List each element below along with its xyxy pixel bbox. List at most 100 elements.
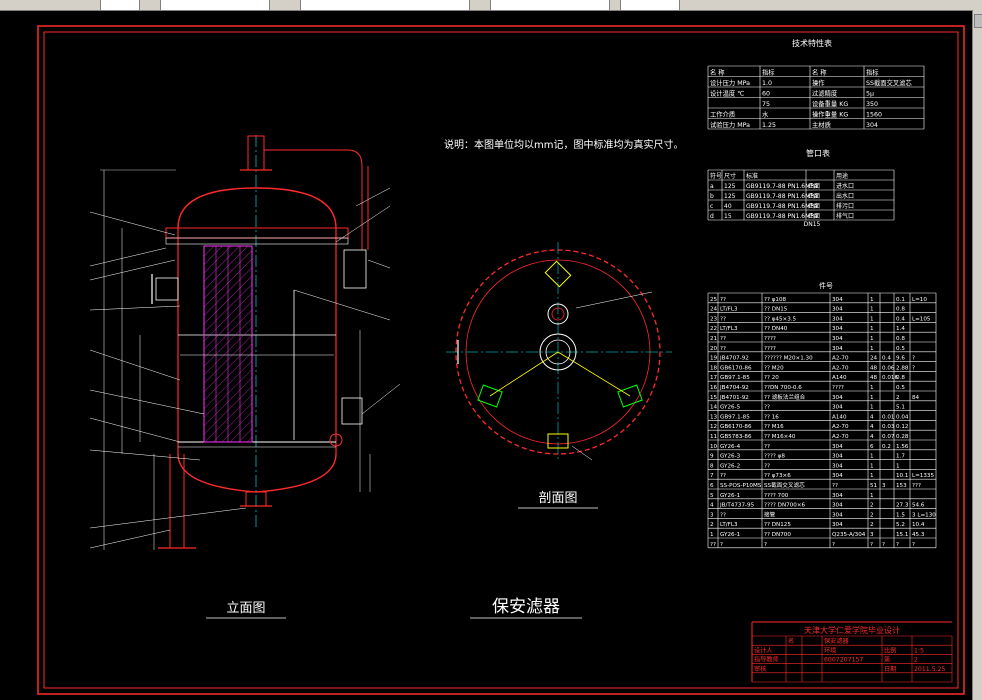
table-cell: 18 — [710, 365, 718, 371]
toolbar-field-2[interactable] — [300, 0, 470, 10]
table-cell: 2 — [914, 657, 918, 664]
table-cell: 1 — [870, 297, 874, 303]
table-cell: 设计温度 ℃ — [710, 89, 744, 98]
table-cell: ?? φ108 — [764, 297, 787, 303]
table-cell: ?? DN700 — [764, 532, 791, 538]
table-cell: GB6170-86 — [720, 365, 752, 371]
table-cell: 凸面 — [808, 193, 820, 200]
table-cell: 设计压力 MPa — [710, 78, 750, 87]
table-cell: 6 — [870, 444, 874, 450]
table-cell: 环境 — [824, 646, 836, 654]
table-cell: 4 — [870, 434, 874, 440]
table-cell: ?? — [764, 444, 770, 450]
table-cell: ? — [764, 542, 767, 548]
table-cell: 304 — [832, 326, 843, 332]
table-cell: 标准 — [746, 172, 758, 180]
table-cell: 304 — [832, 395, 843, 401]
scrollbar-thumb[interactable] — [974, 14, 982, 28]
table-cell: 24 — [870, 356, 878, 362]
table-cell: 10.4 — [912, 522, 925, 528]
table-cell: GB9119.7-88 PN1.6MPa — [746, 193, 818, 200]
table-cell: 设计人 — [754, 646, 773, 654]
table-cell: JB4707-92 — [719, 356, 749, 362]
toolbar-field-1[interactable] — [160, 0, 270, 10]
table-cell: 2 — [870, 503, 874, 509]
table-cell: 4 — [870, 414, 874, 420]
table-cell: 1 — [870, 336, 874, 342]
drawing-border — [37, 25, 965, 695]
table-cell: ?? M20 — [764, 365, 784, 371]
section-title: 剖面图 — [538, 491, 577, 506]
table-cell: 7 — [710, 473, 714, 479]
table-cell: ?? M16 — [764, 424, 784, 430]
table-cell: 1 — [710, 532, 714, 538]
table-cell: 比例 — [884, 646, 896, 654]
cad-drawing-canvas[interactable]: 说明：本图单位均以mm记，图中标准均为真实尺寸。立面图剖面图保安滤器技术特性表名… — [0, 10, 972, 700]
table-cell: ?? — [720, 316, 726, 322]
table-cell: 84 — [912, 395, 920, 401]
table-cell: 5μ — [866, 91, 874, 98]
table-cell: 1:5 — [914, 647, 924, 654]
table-cell: SS截面交叉滤芯 — [866, 78, 912, 87]
table-cell: 1.25 — [762, 122, 776, 129]
table-cell: 20 — [710, 346, 718, 352]
vertical-scrollbar[interactable] — [972, 10, 982, 700]
table-cell: 54.6 — [912, 503, 925, 509]
table-cell: 0.4 — [896, 316, 905, 322]
table-cell: 27.3 — [896, 503, 909, 509]
table-cell: GY26-4 — [720, 444, 741, 450]
table-cell: 1 — [870, 385, 874, 391]
table-cell: GB9119.7-88 PN1.6MPa — [746, 183, 818, 190]
note-text: 说明：本图单位均以mm记，图中标准均为真实尺寸。 — [444, 138, 683, 151]
table-cell: 指导教师 — [754, 656, 779, 664]
table-cell: 14 — [710, 405, 718, 411]
elevation-title: 立面图 — [226, 601, 265, 616]
table-cell: 5.2 — [896, 522, 905, 528]
table-cell: b — [710, 193, 714, 200]
table-cell: L=105 — [912, 316, 931, 322]
table-cell: 1.7 — [896, 454, 905, 460]
table-cell: ? — [896, 542, 899, 548]
title-block-school: 天津大学仁爱学院毕业设计 — [804, 625, 900, 635]
table-cell: 17 — [710, 375, 718, 381]
table-cell: 304 — [832, 454, 843, 460]
table-cell: ?? — [764, 405, 770, 411]
toolbar-icons[interactable] — [100, 0, 140, 10]
table-cell: 13 — [710, 414, 718, 420]
table-cell: 5.1 — [896, 405, 905, 411]
table-cell: 设备重量 KG — [812, 99, 848, 108]
drawing-inner-border — [43, 31, 959, 689]
table-cell: 22 — [710, 326, 717, 332]
table-cell: 1 — [870, 463, 874, 469]
table-cell: 操作 — [812, 78, 825, 87]
table-cell: 2 — [896, 395, 900, 401]
toolbar-field-3[interactable] — [490, 0, 610, 10]
toolbar-field-4[interactable] — [620, 0, 680, 10]
table-cell: 0.07 — [882, 434, 895, 440]
table-cell: SS-POS-P10MS — [720, 483, 762, 489]
table-cell: 15 — [724, 213, 732, 220]
table-cell: 2011.5.25 — [914, 666, 946, 673]
table-cell: 1 — [870, 473, 874, 479]
table-cell: 进水口 — [836, 182, 854, 190]
table-cell: 1.0 — [762, 80, 772, 87]
table-cell: 12 — [710, 424, 717, 430]
table-cell: 0.4 — [882, 356, 891, 362]
table-cell: 排气口 — [836, 212, 854, 220]
table-cell: 凸面 — [808, 183, 820, 190]
table-cell: 16 — [710, 385, 718, 391]
table-cell: ?? — [710, 542, 716, 548]
table-cell: 75 — [762, 101, 770, 108]
table-cell: 304 — [832, 405, 843, 411]
table-cell: Q235-A/304 — [832, 532, 866, 538]
table-cell: 0.06 — [882, 365, 895, 371]
table-cell: A2-70 — [832, 356, 849, 362]
table-cell: 1 — [870, 395, 874, 401]
table-cell: 350 — [866, 101, 878, 108]
table-cell: 25 — [710, 297, 718, 303]
table-cell: 1 — [870, 405, 874, 411]
table-cell: GB97.1-85 — [720, 375, 750, 381]
table-cell: 23 — [710, 316, 718, 322]
table-cell: 0.016 — [882, 375, 898, 381]
